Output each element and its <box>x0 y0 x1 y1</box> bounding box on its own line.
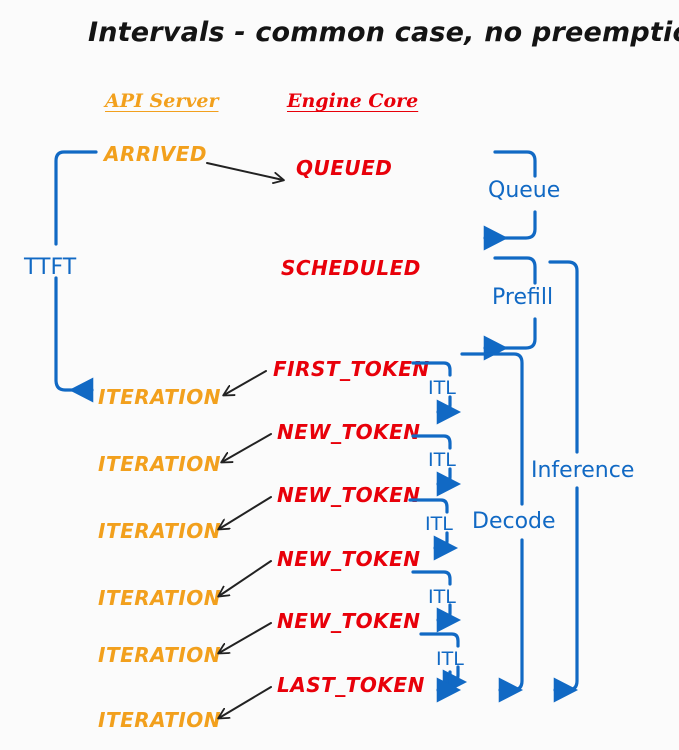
engine-event-new-token-4: NEW_TOKEN <box>277 609 421 633</box>
interval-label-itl-4: ITL <box>428 586 456 608</box>
interval-label-itl-2: ITL <box>428 449 456 471</box>
api-event-iteration-4: ITERATION <box>98 586 222 610</box>
interval-label-ttft: TTFT <box>24 255 77 280</box>
engine-event-queued: QUEUED <box>296 156 393 180</box>
engine-event-new-token-1: NEW_TOKEN <box>277 420 421 444</box>
arrow-new-token-to-iteration-3 <box>219 560 272 596</box>
api-event-iteration-5: ITERATION <box>98 643 222 667</box>
interval-label-itl-1: ITL <box>428 377 456 399</box>
arrow-first-token-to-iteration <box>224 370 267 395</box>
api-event-iteration-3: ITERATION <box>98 519 222 543</box>
engine-event-new-token-2: NEW_TOKEN <box>277 483 421 507</box>
interval-label-itl-3: ITL <box>425 513 453 535</box>
interval-label-decode: Decode <box>472 509 556 534</box>
engine-event-scheduled: SCHEDULED <box>281 256 421 280</box>
interval-label-prefill: Prefill <box>492 285 554 310</box>
arrow-new-token-to-iteration-4 <box>219 622 272 653</box>
api-event-arrived: ARRIVED <box>104 142 207 166</box>
api-event-iteration-2: ITERATION <box>98 452 222 476</box>
arrow-arrived-to-queued <box>206 162 283 180</box>
engine-event-last-token: LAST_TOKEN <box>277 673 425 697</box>
column-header-api-server: API Server <box>105 90 219 112</box>
engine-event-first-token: FIRST_TOKEN <box>273 357 430 381</box>
api-event-iteration-1: ITERATION <box>98 385 222 409</box>
column-header-engine-core: Engine Core <box>287 90 419 112</box>
page-title: Intervals - common case, no preemptions <box>88 17 679 48</box>
api-event-iteration-6: ITERATION <box>98 708 222 732</box>
arrow-last-token-to-iteration <box>219 686 272 718</box>
arrow-new-token-to-iteration-1 <box>222 433 272 462</box>
interval-label-itl-5: ITL <box>436 648 464 670</box>
engine-event-new-token-3: NEW_TOKEN <box>277 547 421 571</box>
interval-label-inference: Inference <box>531 458 635 483</box>
arrow-new-token-to-iteration-2 <box>219 496 272 529</box>
interval-label-queue: Queue <box>488 178 561 203</box>
bracket-itl-6 <box>436 670 462 703</box>
